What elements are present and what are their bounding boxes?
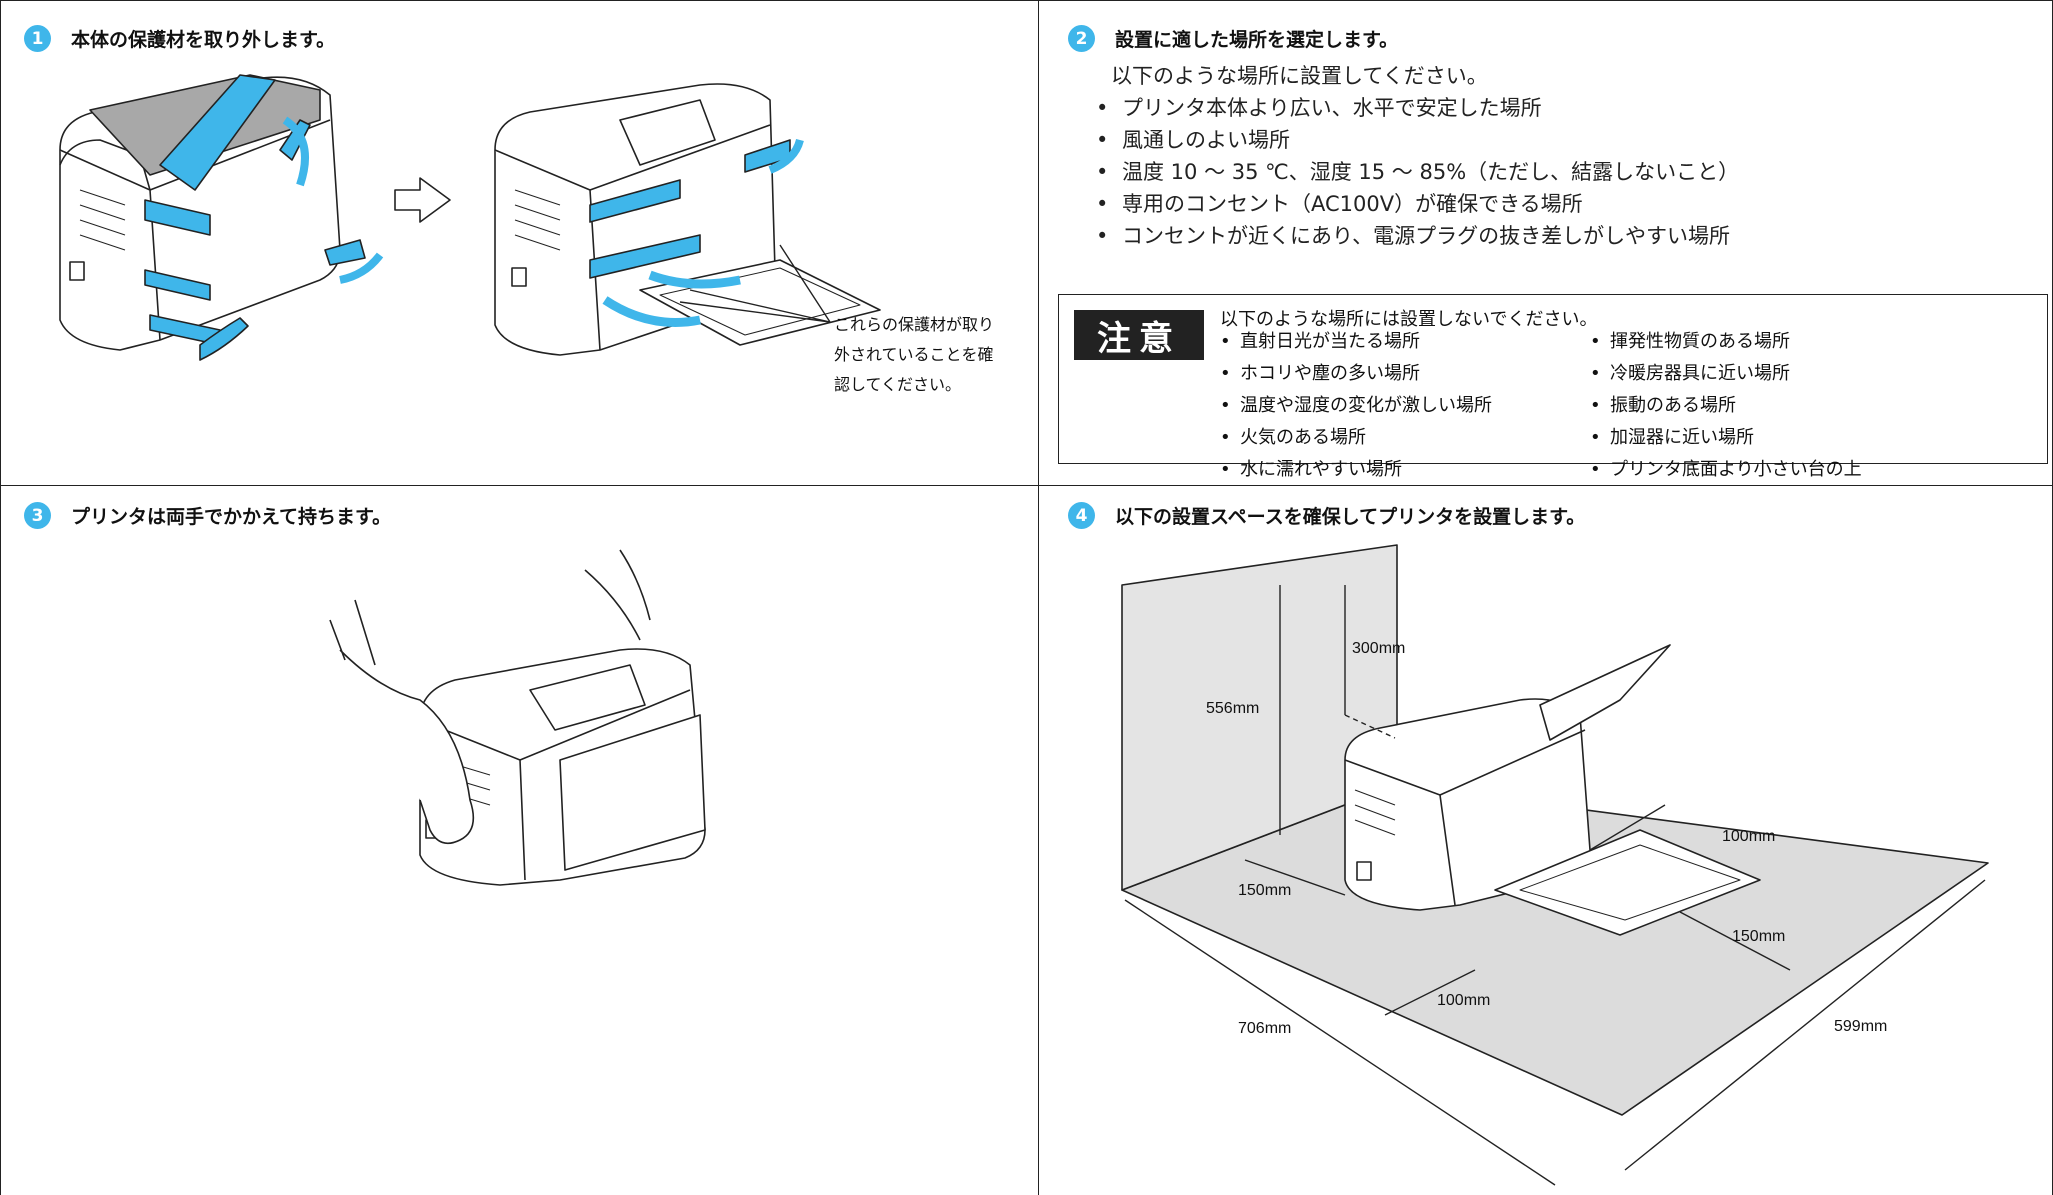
step-4-title: 以下の設置スペースを確保してプリンタを設置します。 [1115, 506, 1586, 528]
caution-intro: 以下のような場所には設置しないでください。 [1220, 309, 1598, 330]
dim-label-599: 599mm [1834, 1018, 1888, 1035]
step-2-title: 設置に適した場所を選定します。 [1115, 29, 1399, 51]
callout-line: 外されていることを確 [834, 345, 994, 364]
step-2-intro: 以下のような場所に設置してください。 [1111, 64, 1488, 88]
step-1-badge: 1 [24, 25, 51, 52]
dim-label-706: 706mm [1238, 1020, 1292, 1037]
printer-carried-illustration [329, 549, 706, 886]
caution-list-left: 直射日光が当たる場所 ホコリや塵の多い場所 温度や湿度の変化が激しい場所 火気の… [1220, 326, 1492, 486]
divider-vertical [1038, 0, 1039, 1195]
printer-with-tape-illustration [59, 74, 384, 361]
border-left [0, 0, 1, 1195]
border-top [0, 0, 2053, 1]
dim-label-556: 556mm [1206, 700, 1260, 717]
step-3-title: プリンタは両手でかかえて持ちます。 [71, 506, 392, 528]
arrow-right-icon [394, 177, 451, 223]
list-item: 専用のコンセント（AC100V）が確保できる場所 [1096, 188, 1739, 220]
dim-label-300: 300mm [1352, 640, 1406, 657]
list-item: 振動のある場所 [1590, 390, 1862, 422]
dim-label-100-front: 100mm [1437, 992, 1491, 1009]
list-item: 火気のある場所 [1220, 422, 1492, 454]
list-item: 冷暖房器具に近い場所 [1590, 358, 1862, 390]
printer-tape-removed-illustration [494, 83, 881, 356]
callout-line: これらの保護材が取り [834, 315, 995, 334]
dim-line-706 [1124, 899, 1556, 1186]
step-3-header: 3 プリンタは両手でかかえて持ちます。 [24, 502, 391, 529]
step-2-list: プリンタ本体より広い、水平で安定した場所 風通しのよい場所 温度 10 〜 35… [1096, 92, 1739, 252]
step-3-badge: 3 [24, 502, 51, 529]
dim-line-599 [1624, 879, 1986, 1171]
dim-label-150-right: 150mm [1732, 928, 1786, 945]
list-item: 直射日光が当たる場所 [1220, 326, 1492, 358]
callout-line: 認してください。 [834, 375, 962, 394]
step-4-badge: 4 [1068, 502, 1095, 529]
list-item: プリンタ底面より小さい台の上 [1590, 454, 1862, 486]
list-item: 温度 10 〜 35 ℃、湿度 15 〜 85%（ただし、結露しないこと） [1096, 156, 1739, 188]
installation-space-diagram [1121, 544, 1989, 1116]
step-1-callout: これらの保護材が取り 外されていることを確 認してください。 [834, 310, 994, 400]
dim-line-100-front [1384, 969, 1476, 1016]
list-item: 揮発性物質のある場所 [1590, 326, 1862, 358]
list-item: 水に濡れやすい場所 [1220, 454, 1492, 486]
step-1-header: 1 本体の保護材を取り外します。 [24, 25, 335, 52]
list-item: 風通しのよい場所 [1096, 124, 1739, 156]
step-2-header: 2 設置に適した場所を選定します。 [1068, 25, 1398, 52]
dim-label-100-right: 100mm [1722, 828, 1776, 845]
dim-line-150-right [1679, 911, 1791, 971]
list-item: コンセントが近くにあり、電源プラグの抜き差しがしやすい場所 [1096, 220, 1739, 252]
caution-label: 注意 [1074, 310, 1204, 360]
step-1-title: 本体の保護材を取り外します。 [71, 29, 336, 51]
divider-horizontal [0, 485, 2053, 486]
dim-line-100-right [1589, 804, 1666, 851]
list-item: 温度や湿度の変化が激しい場所 [1220, 390, 1492, 422]
dim-label-150-left: 150mm [1238, 882, 1292, 899]
step-2-badge: 2 [1068, 25, 1095, 52]
step-4-header: 4 以下の設置スペースを確保してプリンタを設置します。 [1068, 502, 1585, 529]
caution-box [1058, 294, 2048, 464]
caution-list-right: 揮発性物質のある場所 冷暖房器具に近い場所 振動のある場所 加湿器に近い場所 プ… [1590, 326, 1862, 486]
dim-line-150-left [1244, 859, 1346, 896]
list-item: プリンタ本体より広い、水平で安定した場所 [1096, 92, 1739, 124]
list-item: 加湿器に近い場所 [1590, 422, 1862, 454]
dimension-lines [1124, 585, 1986, 1186]
list-item: ホコリや塵の多い場所 [1220, 358, 1492, 390]
